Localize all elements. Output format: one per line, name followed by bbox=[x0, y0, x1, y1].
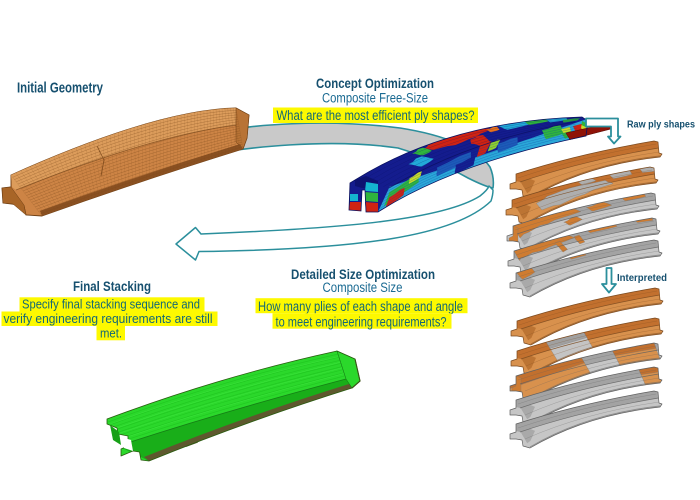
svg-text:Specify final stacking sequenc: Specify final stacking sequence and bbox=[22, 297, 200, 312]
svg-text:Final Stacking: Final Stacking bbox=[73, 278, 151, 294]
svg-text:to meet engineering requiremen: to meet engineering requirements? bbox=[276, 315, 447, 330]
svg-text:Concept Optimization: Concept Optimization bbox=[316, 75, 434, 91]
svg-text:Initial Geometry: Initial Geometry bbox=[17, 80, 103, 96]
svg-text:Detailed Size Optimization: Detailed Size Optimization bbox=[291, 266, 435, 282]
svg-text:met.: met. bbox=[100, 326, 122, 341]
svg-text:Interpreted: Interpreted bbox=[617, 272, 667, 284]
svg-text:What are the most efficient pl: What are the most efficient ply shapes? bbox=[277, 108, 475, 123]
svg-text:verify engineering requirement: verify engineering requirements are stil… bbox=[4, 311, 213, 326]
svg-text:Raw ply shapes: Raw ply shapes bbox=[627, 120, 695, 131]
svg-text:Composite Size: Composite Size bbox=[323, 280, 403, 295]
svg-text:Composite Free-Size: Composite Free-Size bbox=[322, 90, 428, 105]
svg-text:How many plies of each shape a: How many plies of each shape and angle bbox=[258, 299, 463, 314]
